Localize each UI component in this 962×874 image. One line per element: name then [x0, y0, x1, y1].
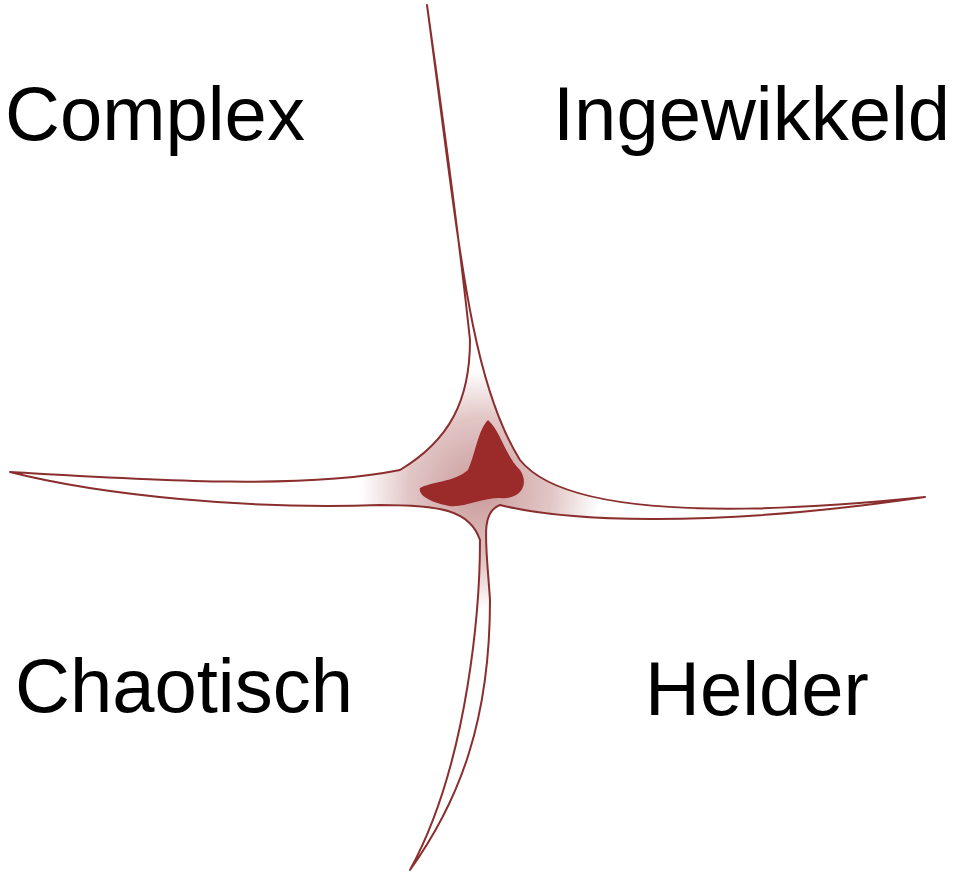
disorder-centre [420, 420, 524, 506]
domain-label: Helder [645, 651, 869, 727]
domain-label: Complex [5, 76, 305, 152]
domain-label: Chaotisch [15, 648, 353, 724]
domain-label: Ingewikkeld [553, 76, 950, 152]
